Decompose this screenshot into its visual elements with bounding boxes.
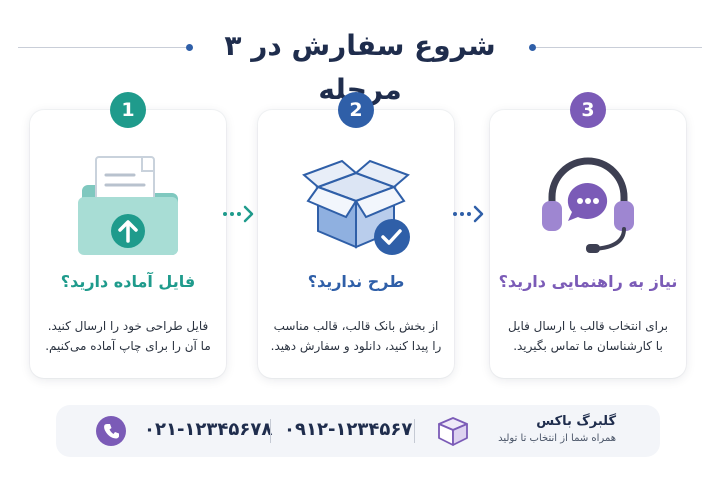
footer-divider bbox=[270, 419, 271, 443]
phone-number-landline[interactable]: ۰۲۱-۱۲۳۴۵۶۷۸ bbox=[144, 419, 273, 440]
title-dot-right bbox=[529, 44, 536, 51]
step-card-2: طرح ندارید؟ از بخش بانک قالب، قالب مناسب… bbox=[258, 110, 454, 378]
step-description: برای انتخاب قالب یا ارسال فایل با کارشنا… bbox=[502, 316, 674, 356]
phone-number-mobile[interactable]: ۰۹۱۲-۱۲۳۴۵۶۷ bbox=[284, 419, 413, 440]
step-description: از بخش بانک قالب، قالب مناسب را پیدا کنی… bbox=[270, 316, 442, 356]
file-upload-folder-icon bbox=[78, 156, 178, 255]
step-title: نیاز به راهنمایی دارید؟ bbox=[498, 272, 678, 291]
step-description-line: فایل طراحی خود را ارسال کنید. bbox=[47, 319, 209, 333]
brand-tagline: همراه شما از انتخاب تا تولید bbox=[498, 433, 616, 444]
step-description-line: با کارشناسان ما تماس بگیرید. bbox=[513, 339, 663, 353]
phone-icon[interactable] bbox=[96, 416, 126, 446]
step-card-3: نیاز به راهنمایی دارید؟ برای انتخاب قالب… bbox=[490, 110, 686, 378]
support-headset-chat-icon bbox=[542, 157, 634, 253]
header: شروع سفارش در ۳ مرحله bbox=[0, 0, 720, 106]
title-divider-left bbox=[18, 47, 186, 48]
step-number-badge: 2 bbox=[338, 92, 374, 128]
step-description-line: ما آن را برای چاپ آماده می‌کنیم. bbox=[45, 339, 211, 353]
contact-footer: ۰۲۱-۱۲۳۴۵۶۷۸ ۰۹۱۲-۱۲۳۴۵۶۷ گلبرگ باکس همر… bbox=[56, 405, 660, 457]
page-title: شروع سفارش در ۳ مرحله bbox=[224, 29, 496, 106]
step-card-1: فایل آماده دارید؟ فایل طراحی خود را ارسا… bbox=[30, 110, 226, 378]
brand-name: گلبرگ باکس bbox=[536, 414, 616, 429]
dotted-arrow-icon bbox=[453, 205, 484, 223]
step-number-badge: 1 bbox=[110, 92, 146, 128]
step-title: طرح ندارید؟ bbox=[307, 272, 405, 291]
step-description-line: از بخش بانک قالب، قالب مناسب bbox=[273, 319, 439, 333]
step-description-line: را پیدا کنید، دانلود و سفارش دهید. bbox=[270, 339, 442, 353]
box-icon bbox=[438, 417, 468, 446]
title-divider-right bbox=[536, 47, 702, 48]
step-description: فایل طراحی خود را ارسال کنید. ما آن را ب… bbox=[42, 316, 214, 356]
step-description-line: برای انتخاب قالب یا ارسال فایل bbox=[508, 319, 668, 333]
open-box-check-icon bbox=[302, 159, 410, 255]
dotted-arrow-icon bbox=[223, 205, 254, 223]
footer-divider bbox=[414, 419, 415, 443]
step-number-badge: 3 bbox=[570, 92, 606, 128]
step-title: فایل آماده دارید؟ bbox=[60, 272, 196, 291]
title-dot-left bbox=[186, 44, 193, 51]
